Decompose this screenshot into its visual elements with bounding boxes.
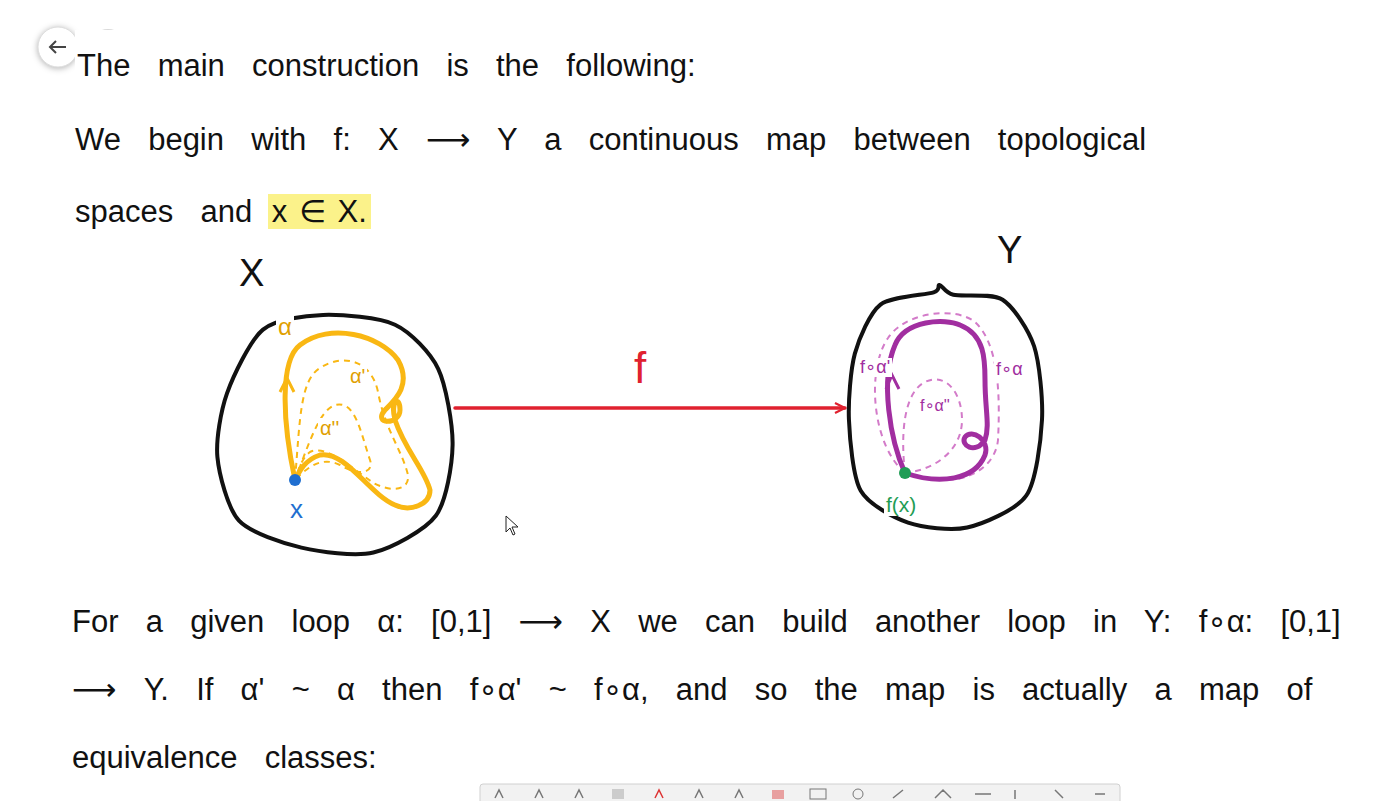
point-label: x	[288, 496, 305, 523]
space-name: Y	[997, 231, 1022, 269]
note-text: We begin with f: X ⟶ Y a continuous map …	[75, 122, 1146, 229]
map-name: f	[630, 346, 650, 390]
note-block: We begin with f: X ⟶ Y a continuous map …	[75, 104, 1265, 248]
base-point	[289, 474, 301, 486]
image-loop	[903, 379, 962, 473]
back-arrow	[50, 41, 66, 53]
loop-label: f∘α'	[858, 358, 892, 377]
direction-mark	[886, 375, 899, 389]
loop-label: α''	[318, 418, 341, 439]
mouse-cursor	[506, 516, 518, 535]
back-button	[38, 27, 78, 67]
loops-in-y	[875, 313, 999, 480]
loop-label: f∘α	[994, 360, 1025, 379]
image-point	[899, 467, 911, 479]
selected-tool	[612, 789, 624, 799]
map-arrow	[455, 406, 845, 410]
loop-f-alpha	[888, 322, 988, 480]
button-circle	[38, 27, 78, 67]
pen-icon	[655, 790, 663, 798]
image-loop	[875, 313, 999, 480]
homotopic-loop	[295, 404, 371, 480]
toolbar	[480, 784, 1120, 801]
loop-alpha	[285, 333, 430, 508]
eraser-icon	[772, 790, 784, 799]
heading-note: The main construction is the following:	[75, 30, 698, 102]
note-paragraph: For a given loop α: [0,1] ⟶ X we can bui…	[72, 588, 1352, 792]
highlighted-math: x ∈ X.	[268, 194, 371, 229]
select-icon	[810, 789, 826, 799]
point-label: f(x)	[884, 494, 918, 516]
pen-icons	[495, 790, 583, 798]
loop-label: α	[276, 314, 294, 339]
lasso-icon	[853, 789, 863, 799]
loop-label: α'	[348, 366, 367, 387]
region-border	[217, 315, 453, 554]
direction-mark	[280, 378, 294, 392]
loops-in-x	[280, 333, 430, 508]
region-border	[849, 285, 1042, 529]
pen-icons	[695, 790, 743, 798]
loop-label: f∘α''	[918, 398, 952, 415]
space-name: X	[239, 254, 264, 292]
tool-icons	[893, 790, 1105, 799]
toolbar-bar	[480, 784, 1120, 801]
